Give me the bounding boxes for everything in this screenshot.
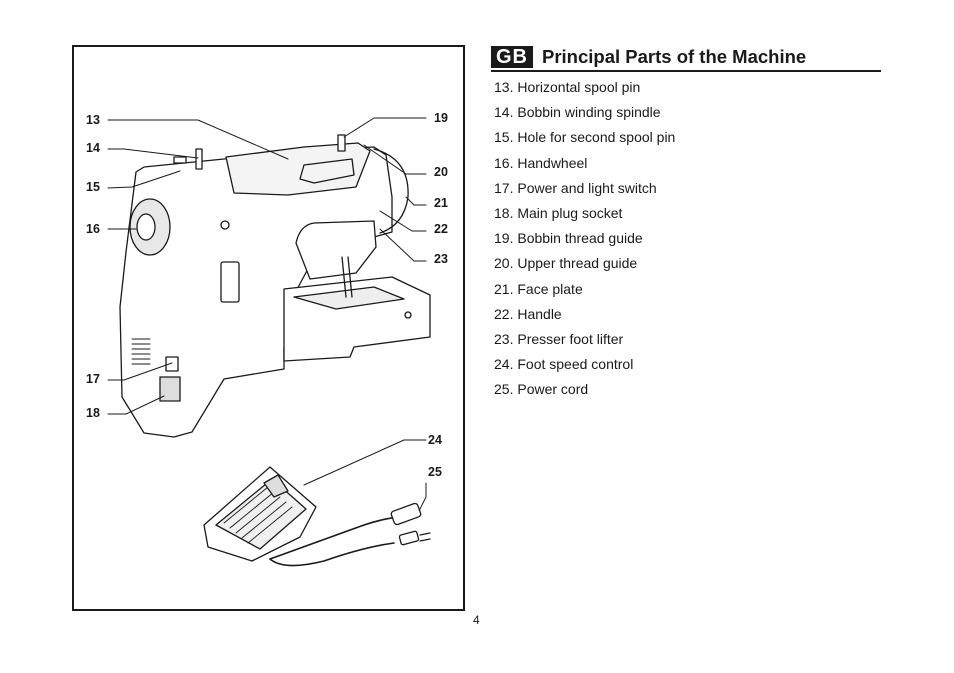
handle-shape xyxy=(299,158,355,184)
part-item: 22. Handle xyxy=(494,305,562,322)
callout-22: 22 xyxy=(434,222,448,236)
callout-14: 14 xyxy=(86,141,100,155)
callout-24: 24 xyxy=(428,433,442,447)
part-item: 24. Foot speed control xyxy=(494,356,634,373)
parts-list: 13. Horizontal spool pin 14. Bobbin wind… xyxy=(494,77,675,404)
callout-15: 15 xyxy=(86,180,100,194)
part-item: 16. Handwheel xyxy=(494,154,588,171)
part-item: 19. Bobbin thread guide xyxy=(494,230,643,247)
top-cover xyxy=(225,142,371,196)
callout-16: 16 xyxy=(86,222,100,236)
callout-17: 17 xyxy=(86,372,100,386)
part-item: 21. Face plate xyxy=(494,280,583,297)
part-item: 18. Main plug socket xyxy=(494,204,623,221)
part-item: 15. Hole for second spool pin xyxy=(494,129,676,146)
part-item: 17. Power and light switch xyxy=(494,179,657,196)
leader-lines xyxy=(107,117,427,510)
section-title: Principal Parts of the Machine xyxy=(542,46,807,67)
callout-19: 19 xyxy=(434,111,448,125)
plug-shape xyxy=(390,502,422,526)
callout-13: 13 xyxy=(86,113,100,127)
callout-23: 23 xyxy=(434,252,448,266)
part-item: 23. Presser foot lifter xyxy=(494,330,624,347)
page-number: 4 xyxy=(473,613,480,627)
part-item: 20. Upper thread guide xyxy=(494,255,638,272)
callout-20: 20 xyxy=(434,165,448,179)
arm-opening xyxy=(295,220,377,280)
ventilation-grille xyxy=(131,338,151,365)
part-item: 13. Horizontal spool pin xyxy=(494,79,641,95)
language-badge: GB xyxy=(491,46,533,68)
part-item: 14. Bobbin winding spindle xyxy=(494,104,661,121)
machine-illustration-frame: 13 14 15 16 17 18 19 20 21 22 23 24 25 xyxy=(72,45,465,611)
part-item: 25. Power cord xyxy=(494,381,589,398)
callout-21: 21 xyxy=(434,196,448,210)
section-header: GB Principal Parts of the Machine xyxy=(491,44,881,72)
face-plate-shape xyxy=(373,148,409,234)
callout-18: 18 xyxy=(86,406,100,420)
sewing-machine-illustration xyxy=(107,117,431,567)
callout-25: 25 xyxy=(428,465,442,479)
